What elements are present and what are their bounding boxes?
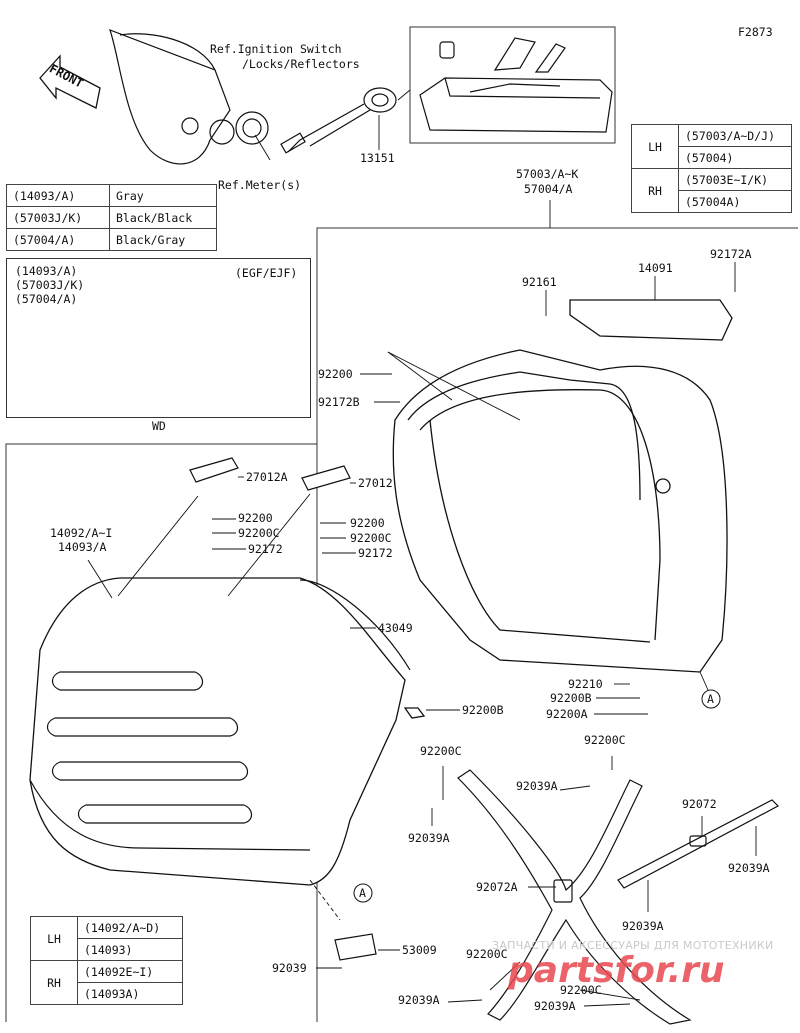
- side-row: (57004A): [632, 190, 792, 213]
- watermark-brand: partsfor.ru: [508, 950, 725, 991]
- color-part: (57004/A): [6, 228, 110, 251]
- side-label: LH: [30, 916, 78, 961]
- callout-92200-a: 92200: [238, 511, 273, 525]
- callout-92039A-br: 92039A: [534, 999, 576, 1013]
- inset-part-1: (14093/A): [15, 264, 78, 278]
- color-table: (14093/A)Gray (57003J/K)Black/Black (570…: [6, 184, 217, 251]
- strap-assemblies: [457, 769, 779, 1025]
- callout-57004: 57004/A: [524, 182, 573, 196]
- callout-92210: 92210: [568, 677, 603, 691]
- callout-92172A-top: 92172A: [710, 247, 752, 261]
- callout-43049: 43049: [378, 621, 413, 635]
- side-row: RH(14092E~I): [30, 960, 183, 1005]
- ref-circle-label-left: A: [359, 886, 366, 900]
- callout-92039A-bl: 92039A: [398, 993, 440, 1007]
- color-part: (14093/A): [6, 184, 110, 207]
- callout-92200C-b: 92200C: [350, 531, 392, 545]
- callout-92200C-m: 92200C: [420, 744, 462, 758]
- side-row: RH(57003E~I/K): [631, 168, 792, 213]
- side-part: (14093A): [77, 982, 183, 1005]
- reference-circle-markers: [353, 689, 721, 903]
- callout-92039A-3: 92039A: [728, 861, 770, 875]
- callout-92039: 92039: [272, 961, 307, 975]
- callout-92072: 92072: [682, 797, 717, 811]
- side-part: (14092/A~D): [77, 916, 183, 939]
- inset-caption: WD: [152, 419, 166, 433]
- side-label: RH: [631, 168, 679, 213]
- inset-part-3: (57004/A): [15, 292, 78, 306]
- front-arrow-icon: [39, 54, 101, 109]
- callout-92172-b: 92172: [358, 546, 393, 560]
- color-row: (57004/A)Black/Gray: [6, 228, 217, 251]
- color-value: Black/Gray: [109, 228, 217, 251]
- ref-ignition-line-1: Ref.Ignition Switch: [210, 42, 342, 56]
- callout-13151: 13151: [360, 151, 395, 165]
- callout-92161: 92161: [522, 275, 557, 289]
- side-part: (57003E~I/K): [678, 168, 792, 191]
- color-value: Gray: [109, 184, 217, 207]
- callout-92200C-br: 92200C: [560, 983, 602, 997]
- inset-box: (14093/A) (57003J/K) (57004/A) (EGF/EJF): [6, 258, 311, 418]
- side-part: (57003/A~D/J): [678, 124, 792, 147]
- color-row: (14093/A)Gray: [6, 184, 217, 207]
- callout-92200C-bl: 92200C: [466, 947, 508, 961]
- callout-14091: 14091: [638, 261, 673, 275]
- callout-92200B: 92200B: [462, 703, 504, 717]
- callout-57003: 57003/A~K: [516, 167, 579, 181]
- side-row: LH(57003/A~D/J): [631, 124, 792, 169]
- inset-region: (EGF/EJF): [235, 266, 298, 280]
- side-part: (14092E~I): [77, 960, 183, 983]
- lock-set: [419, 37, 613, 133]
- callout-92200C-r: 92200C: [584, 733, 626, 747]
- figure-code: F2873: [738, 25, 773, 39]
- side-part: (57004): [678, 146, 792, 169]
- side-label: LH: [631, 124, 679, 169]
- callout-92200-left: 92200: [318, 367, 353, 381]
- callout-92172-a: 92172: [248, 542, 283, 556]
- callout-92039A-4: 92039A: [622, 919, 664, 933]
- inset-part-2: (57003J/K): [15, 278, 85, 292]
- color-value: Black/Black: [109, 206, 217, 229]
- side-row: (57004): [632, 146, 792, 169]
- callout-92039A-2: 92039A: [408, 831, 450, 845]
- side-part: (57004A): [678, 190, 792, 213]
- color-row: (57003J/K)Black/Black: [6, 206, 217, 229]
- saddlebag-lid: [29, 577, 426, 886]
- callout-92172B: 92172B: [318, 395, 360, 409]
- hinge-plates: [189, 457, 377, 961]
- callout-27012A: 27012A: [246, 470, 288, 484]
- callout-92200-b: 92200: [350, 516, 385, 530]
- side-row: (14093): [31, 938, 183, 961]
- callout-92039A-1: 92039A: [516, 779, 558, 793]
- callout-92200A: 92200A: [546, 707, 588, 721]
- callout-14093: 14093/A: [58, 540, 107, 554]
- side-part: (14093): [77, 938, 183, 961]
- saddlebag-base: [392, 299, 733, 673]
- callout-27012: 27012: [358, 476, 393, 490]
- callout-92072A: 92072A: [476, 880, 518, 894]
- leader-lines: [87, 89, 757, 1007]
- side-row: (14093A): [31, 982, 183, 1005]
- ignition-switch-area: [109, 28, 397, 165]
- ref-ignition-line-2: /Locks/Reflectors: [242, 57, 360, 71]
- callout-92200B-r: 92200B: [550, 691, 592, 705]
- side-table-bottom: LH(14092/A~D) (14093) RH(14092E~I) (1409…: [30, 916, 183, 1005]
- callout-92200C-a: 92200C: [238, 526, 280, 540]
- watermark-tagline: ЗАПЧАСТИ И АКСЕССУАРЫ ДЛЯ МОТОТЕХНИКИ: [492, 939, 774, 952]
- callout-14092: 14092/A~I: [50, 526, 113, 540]
- ref-meter: Ref.Meter(s): [218, 178, 302, 192]
- color-part: (57003J/K): [6, 206, 110, 229]
- side-row: LH(14092/A~D): [30, 916, 183, 961]
- callout-53009: 53009: [402, 943, 437, 957]
- ref-circle-label-right: A: [707, 692, 714, 706]
- side-label: RH: [30, 960, 78, 1005]
- side-table-top: LH(57003/A~D/J) (57004) RH(57003E~I/K) (…: [631, 124, 792, 213]
